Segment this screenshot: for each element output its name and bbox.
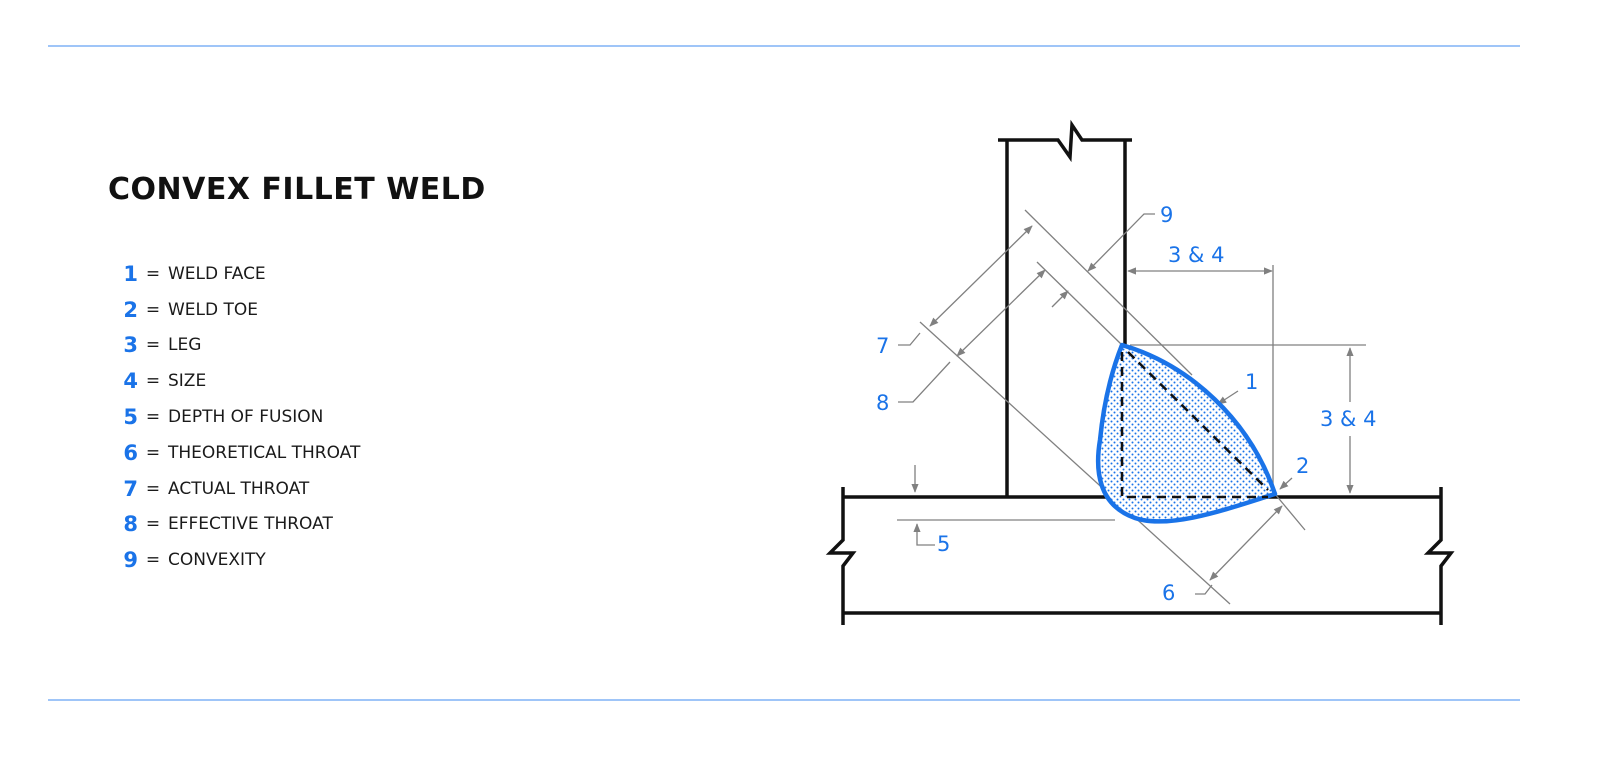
callout-3-4-vertical: 3 & 4 [1320, 407, 1376, 431]
bottom-rule [48, 699, 1520, 701]
weld-bead [1095, 342, 1278, 524]
dimension-arrows [898, 213, 1354, 595]
callout-6: 6 [1162, 581, 1175, 605]
legend-item: 3=LEG [123, 333, 202, 358]
legend-item: 8=EFFECTIVE THROAT [123, 512, 333, 537]
legend-item: 7=ACTUAL THROAT [123, 476, 310, 501]
legend-item: 2=WELD TOE [123, 297, 259, 322]
legend-item: 6=THEORETICAL THROAT [123, 440, 361, 465]
legend-item: 4=SIZE [123, 369, 207, 394]
legend: 1=WELD FACE 2=WELD TOE 3=LEG 4=SIZE 5=DE… [122, 256, 360, 578]
callout-8: 8 [876, 391, 889, 415]
callout-1: 1 [1245, 370, 1258, 394]
callout-3-4-horizontal: 3 & 4 [1168, 243, 1224, 267]
callout-5: 5 [937, 532, 950, 556]
callout-7: 7 [876, 334, 889, 358]
callout-2: 2 [1296, 454, 1309, 478]
theoretical-triangle [1120, 351, 1269, 499]
page-title: CONVEX FILLET WELD [108, 172, 486, 207]
legend-item: 1=WELD FACE [123, 261, 266, 286]
callout-9: 9 [1160, 203, 1173, 227]
legend-item: 9=CONVEXITY [123, 548, 266, 573]
top-rule [48, 45, 1520, 47]
reference-lines [897, 209, 1366, 605]
legend-item: 5=DEPTH OF FUSION [123, 405, 324, 430]
